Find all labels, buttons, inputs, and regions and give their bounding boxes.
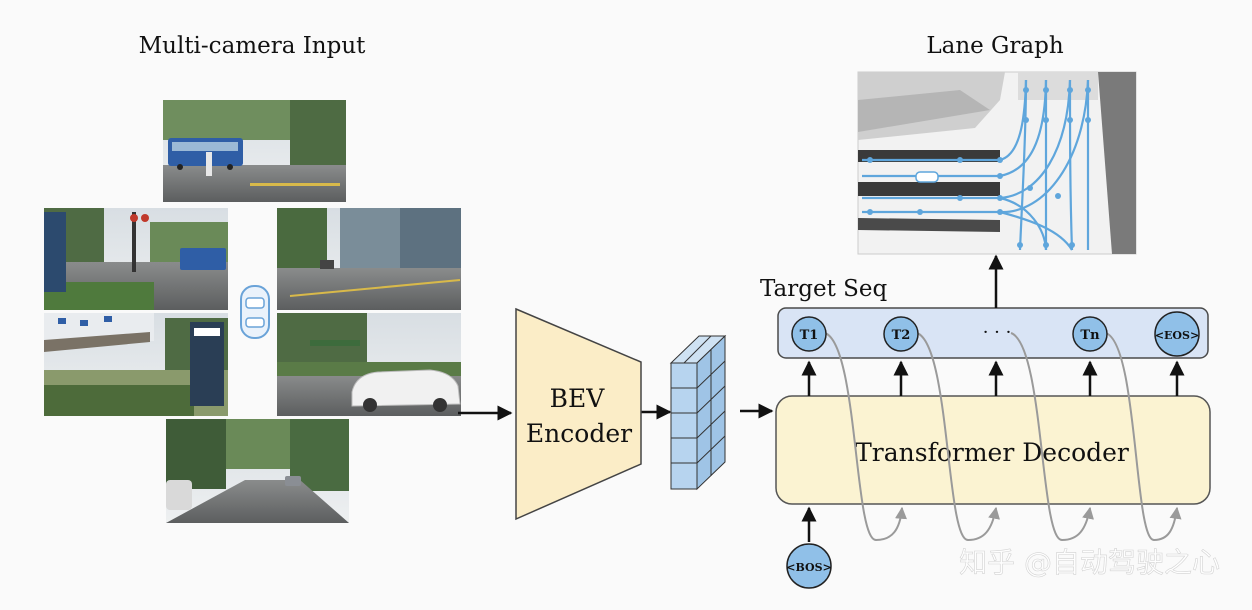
multi-camera-input-title: Multi-camera Input: [139, 33, 367, 59]
autoregressive-feedback-arrows: [824, 332, 1182, 542]
transformer-decoder-block: [775, 395, 1211, 505]
token-tn: Tn: [1072, 316, 1108, 352]
camera-back-image: [166, 419, 349, 523]
token-bos-label: <BOS>: [786, 561, 831, 574]
token-tn-label: Tn: [1080, 328, 1100, 343]
transformer-decoder-label: Transformer Decoder: [855, 438, 1129, 467]
bev-encoder-block: BEV Encoder: [515, 307, 642, 521]
camera-back-right-image: [277, 313, 461, 416]
token-bos: <BOS>: [786, 543, 832, 589]
lane-graph-title: Lane Graph: [926, 33, 1064, 59]
bev-encoder-label-line1: BEV: [550, 384, 606, 413]
token-t2: T2: [883, 316, 919, 352]
token-ellipsis: · · ·: [983, 322, 1012, 343]
decoder-output-arrows: [801, 360, 1185, 396]
lane-graph-image: [857, 71, 1137, 255]
token-t1: T1: [791, 316, 827, 352]
bev-feature-cube: [669, 334, 727, 491]
camera-front-right-image: [277, 208, 461, 310]
camera-back-left-image: [44, 313, 228, 416]
token-t1-label: T1: [800, 328, 819, 343]
ego-car-icon: [240, 285, 270, 339]
token-t2-label: T2: [892, 328, 911, 343]
bev-encoder-label-line2: Encoder: [526, 419, 632, 448]
watermark-text: 知乎 @自动驾驶之心: [959, 546, 1220, 579]
camera-front-left-image: [44, 208, 228, 310]
camera-front-image: [163, 100, 346, 202]
target-seq-title: Target Seq: [760, 276, 888, 302]
token-eos: <EOS>: [1154, 311, 1200, 357]
token-eos-label: <EOS>: [1155, 329, 1199, 342]
